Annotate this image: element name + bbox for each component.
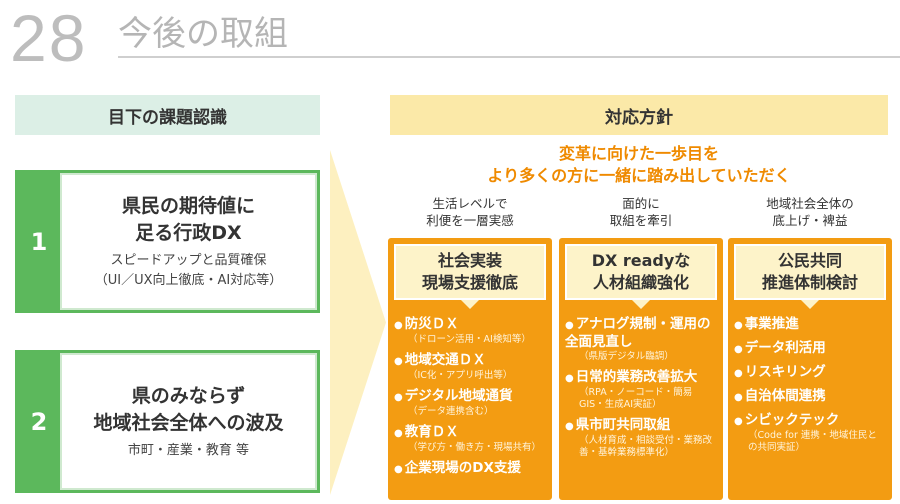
slide-title: 今後の取組 [118,14,288,54]
item-label: データ利活用 [734,340,886,358]
policy-slogan: 変革に向けた一歩目を より多くの方に一緒に踏み出していただく [390,143,888,187]
caption-line: 地域社会全体の [766,196,854,211]
policy-item: 企業現場のDX支援 [394,460,546,478]
item-note: （Code for 連携・地域住民との共同実証） [748,430,877,453]
issue-card-2: 2 県のみならず 地域社会全体への波及 市町・産業・教育 等 [15,350,320,493]
down-pointer-icon [632,300,650,310]
policy-item: データ利活用 [734,340,886,358]
item-label: アナログ規制・運用の全面見直し [565,316,717,351]
slogan-line: 変革に向けた一歩目を [558,144,719,163]
issue-title: 県民の期待値に [121,194,255,217]
column-caption: 地域社会全体の 底上げ・裨益 [728,190,892,234]
policy-item: デジタル地域通貨 （データ連携含む） [394,388,546,418]
item-note: （ドローン活用・AI検知等） [408,334,531,345]
caption-line: 生活レベルで [432,196,508,211]
policy-title: DX readyな 人材組織強化 [565,244,717,300]
policy-item: 教育ＤＸ （学び方・働き方・現場共有） [394,424,546,454]
item-label: 企業現場のDX支援 [394,460,546,478]
policy-item: 日常的業務改善拡大 （RPA・ノーコード・簡易GIS・生成AI実証） [565,369,717,411]
column-caption: 面的に 取組を牽引 [559,190,723,234]
policy-box: 公民共同 推進体制検討 事業推進 データ利活用 リスキリング 自治体間連携 シビ… [728,238,892,500]
down-pointer-icon [461,300,479,310]
title-line: 社会実装 [437,251,502,270]
caption-line: 取組を牽引 [609,213,673,228]
item-label: シビックテック [734,412,886,430]
issue-number: 1 [18,173,60,310]
policy-column: 地域社会全体の 底上げ・裨益 公民共同 推進体制検討 事業推進 データ利活用 リ… [728,190,892,500]
issue-title: 足る行政DX [135,221,242,244]
column-caption: 生活レベルで 利便を一層実感 [388,190,552,234]
title-line: DX readyな [591,251,691,270]
title-line: 人材組織強化 [592,273,689,292]
policy-item: 事業推進 [734,316,886,334]
current-issues-heading: 目下の課題認識 [15,95,320,135]
title-line: 現場支援徹底 [421,273,518,292]
issue-subtitle: 市町・産業・教育 等 [127,442,250,458]
policy-item: アナログ規制・運用の全面見直し （県版デジタル臨調） [565,316,717,363]
policy-column: 生活レベルで 利便を一層実感 社会実装 現場支援徹底 防災ＤＸ （ドローン活用・… [388,190,552,500]
item-note: （人材育成・相談受付・業務改善・基幹業務標準化） [579,435,713,458]
right-arrow-shape [330,150,386,495]
item-label: 教育ＤＸ [394,424,546,442]
item-label: リスキリング [734,364,886,382]
caption-line: 底上げ・裨益 [772,213,848,228]
issue-subtitle: スピードアップと品質確保 [110,252,267,268]
item-label: 日常的業務改善拡大 [565,369,717,387]
item-note: （IC化・アプリ呼出等） [408,370,513,381]
slogan-line: より多くの方に一緒に踏み出していただく [487,166,791,185]
policy-item: リスキリング [734,364,886,382]
policy-item: 地域交通ＤＸ （IC化・アプリ呼出等） [394,352,546,382]
issue-card-1: 1 県民の期待値に 足る行政DX スピードアップと品質確保 （UI／UX向上徹底… [15,170,320,313]
issue-subtitle: （UI／UX向上徹底・AI対応等） [94,272,283,288]
item-label: 県市町共同取組 [565,417,717,435]
policy-item: 防災ＤＸ （ドローン活用・AI検知等） [394,316,546,346]
item-note: （県版デジタル臨調） [579,351,674,362]
policy-item: シビックテック （Code for 連携・地域住民との共同実証） [734,412,886,454]
policy-box: 社会実装 現場支援徹底 防災ＤＸ （ドローン活用・AI検知等） 地域交通ＤＸ （… [388,238,552,500]
down-pointer-icon [801,300,819,310]
slide-number: 28 [10,1,88,75]
policy-item: 自治体間連携 [734,388,886,406]
policy-title: 公民共同 推進体制検討 [734,244,886,300]
item-label: 自治体間連携 [734,388,886,406]
title-line: 公民共同 [777,251,842,270]
caption-line: 利便を一層実感 [426,213,514,228]
caption-line: 面的に [622,196,660,211]
policy-box: DX readyな 人材組織強化 アナログ規制・運用の全面見直し （県版デジタル… [559,238,723,500]
policy-item: 県市町共同取組 （人材育成・相談受付・業務改善・基幹業務標準化） [565,417,717,459]
issue-title: 県のみならず [131,384,246,407]
issue-title: 地域社会全体への波及 [93,411,284,434]
policy-column: 面的に 取組を牽引 DX readyな 人材組織強化 アナログ規制・運用の全面見… [559,190,723,500]
title-divider [118,56,900,58]
title-line: 推進体制検討 [761,273,858,292]
item-note: （RPA・ノーコード・簡易GIS・生成AI実証） [579,387,693,410]
item-note: （学び方・働き方・現場共有） [408,442,542,453]
item-label: 事業推進 [734,316,886,334]
item-label: 防災ＤＸ [394,316,546,334]
issue-number: 2 [18,353,60,490]
item-note: （データ連携含む） [408,406,494,417]
policy-title: 社会実装 現場支援徹底 [394,244,546,300]
item-label: デジタル地域通貨 [394,388,546,406]
policy-heading: 対応方針 [390,95,888,135]
item-label: 地域交通ＤＸ [394,352,546,370]
